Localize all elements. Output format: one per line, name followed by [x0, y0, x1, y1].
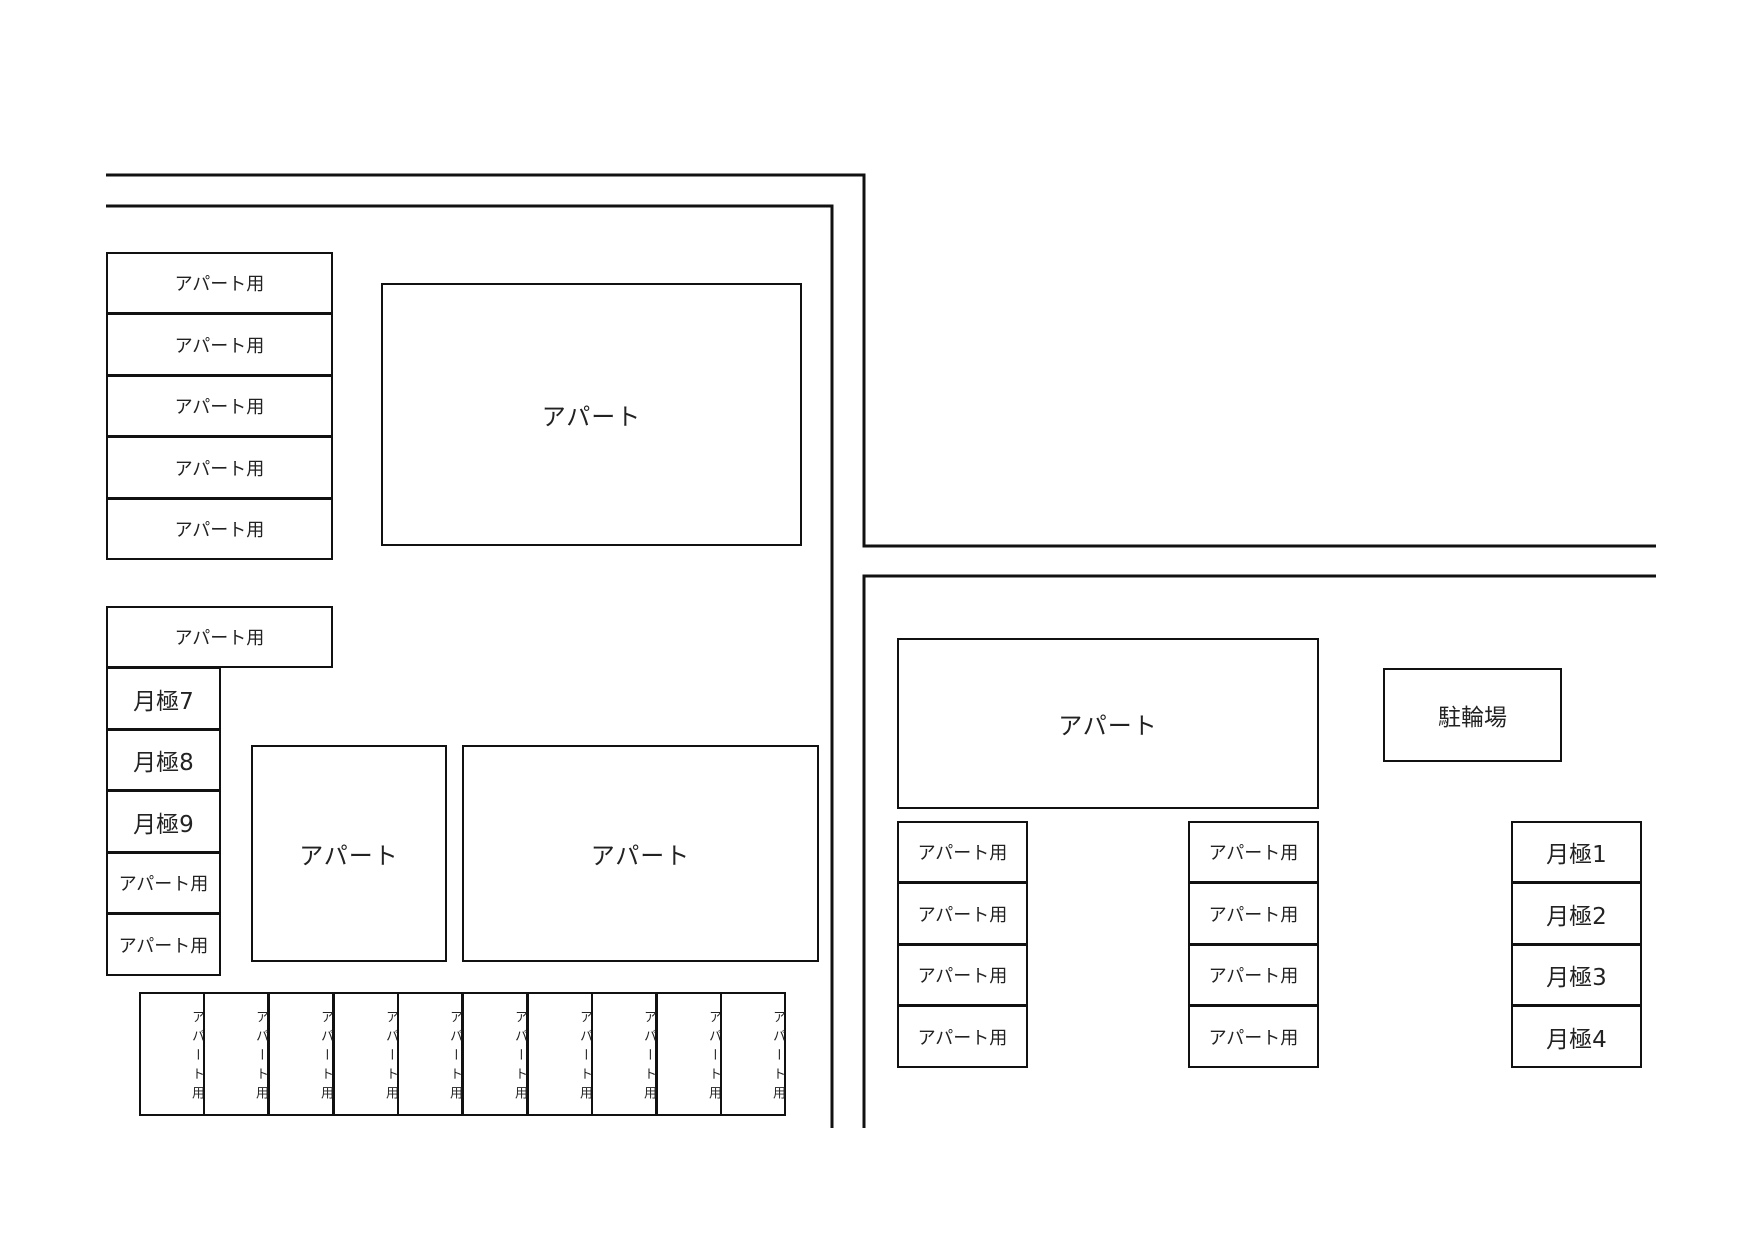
- parking-space-apartment: アパート用: [1188, 882, 1319, 945]
- parking-space-apartment: アパート用: [333, 992, 399, 1116]
- road-edge-outer: [106, 173, 1656, 548]
- parking-space-apartment: アパート用: [527, 992, 593, 1116]
- parking-space-monthly: 月極2: [1511, 882, 1642, 945]
- parking-space-apartment: アパート用: [106, 436, 333, 499]
- parking-space-apartment: アパート用: [106, 313, 333, 376]
- parking-space-apartment: アパート用: [897, 1005, 1028, 1068]
- parking-space-apartment: アパート用: [897, 944, 1028, 1006]
- parking-space-apartment: アパート用: [106, 913, 221, 976]
- road-edge-inner: [106, 204, 834, 1128]
- parking-space-apartment: アパート用: [139, 992, 205, 1116]
- parking-space-apartment: アパート用: [897, 821, 1028, 883]
- apartment-building: アパート: [462, 745, 819, 962]
- parking-space-apartment: アパート用: [1188, 1005, 1319, 1068]
- parking-space-monthly: 月極9: [106, 790, 221, 853]
- parking-space-apartment: アパート用: [1188, 944, 1319, 1006]
- parking-space-apartment: アパート用: [397, 992, 463, 1116]
- parking-space-apartment: アパート用: [106, 498, 333, 560]
- parking-space-apartment: アパート用: [106, 375, 333, 437]
- parking-space-apartment: アパート用: [106, 606, 333, 668]
- parking-space-monthly: 月極3: [1511, 944, 1642, 1006]
- parking-space-monthly: 月極1: [1511, 821, 1642, 883]
- apartment-building: アパート: [897, 638, 1319, 809]
- parking-space-apartment: アパート用: [462, 992, 528, 1116]
- parking-space-apartment: アパート用: [656, 992, 722, 1116]
- apartment-building: アパート: [251, 745, 447, 962]
- parking-space-apartment: アパート用: [1188, 821, 1319, 883]
- parking-space-apartment: アパート用: [268, 992, 334, 1116]
- road-edge-right: [862, 574, 1656, 1128]
- parking-space-apartment: アパート用: [106, 852, 221, 914]
- parking-space-apartment: アパート用: [203, 992, 269, 1116]
- bicycle-parking: 駐輪場: [1383, 668, 1562, 762]
- parking-space-apartment: アパート用: [897, 882, 1028, 945]
- parking-space-apartment: アパート用: [591, 992, 657, 1116]
- parking-space-monthly: 月極7: [106, 667, 221, 730]
- parking-space-apartment: アパート用: [720, 992, 786, 1116]
- parking-space-apartment: アパート用: [106, 252, 333, 314]
- parking-space-monthly: 月極4: [1511, 1005, 1642, 1068]
- parking-space-monthly: 月極8: [106, 729, 221, 791]
- apartment-building: アパート: [381, 283, 802, 546]
